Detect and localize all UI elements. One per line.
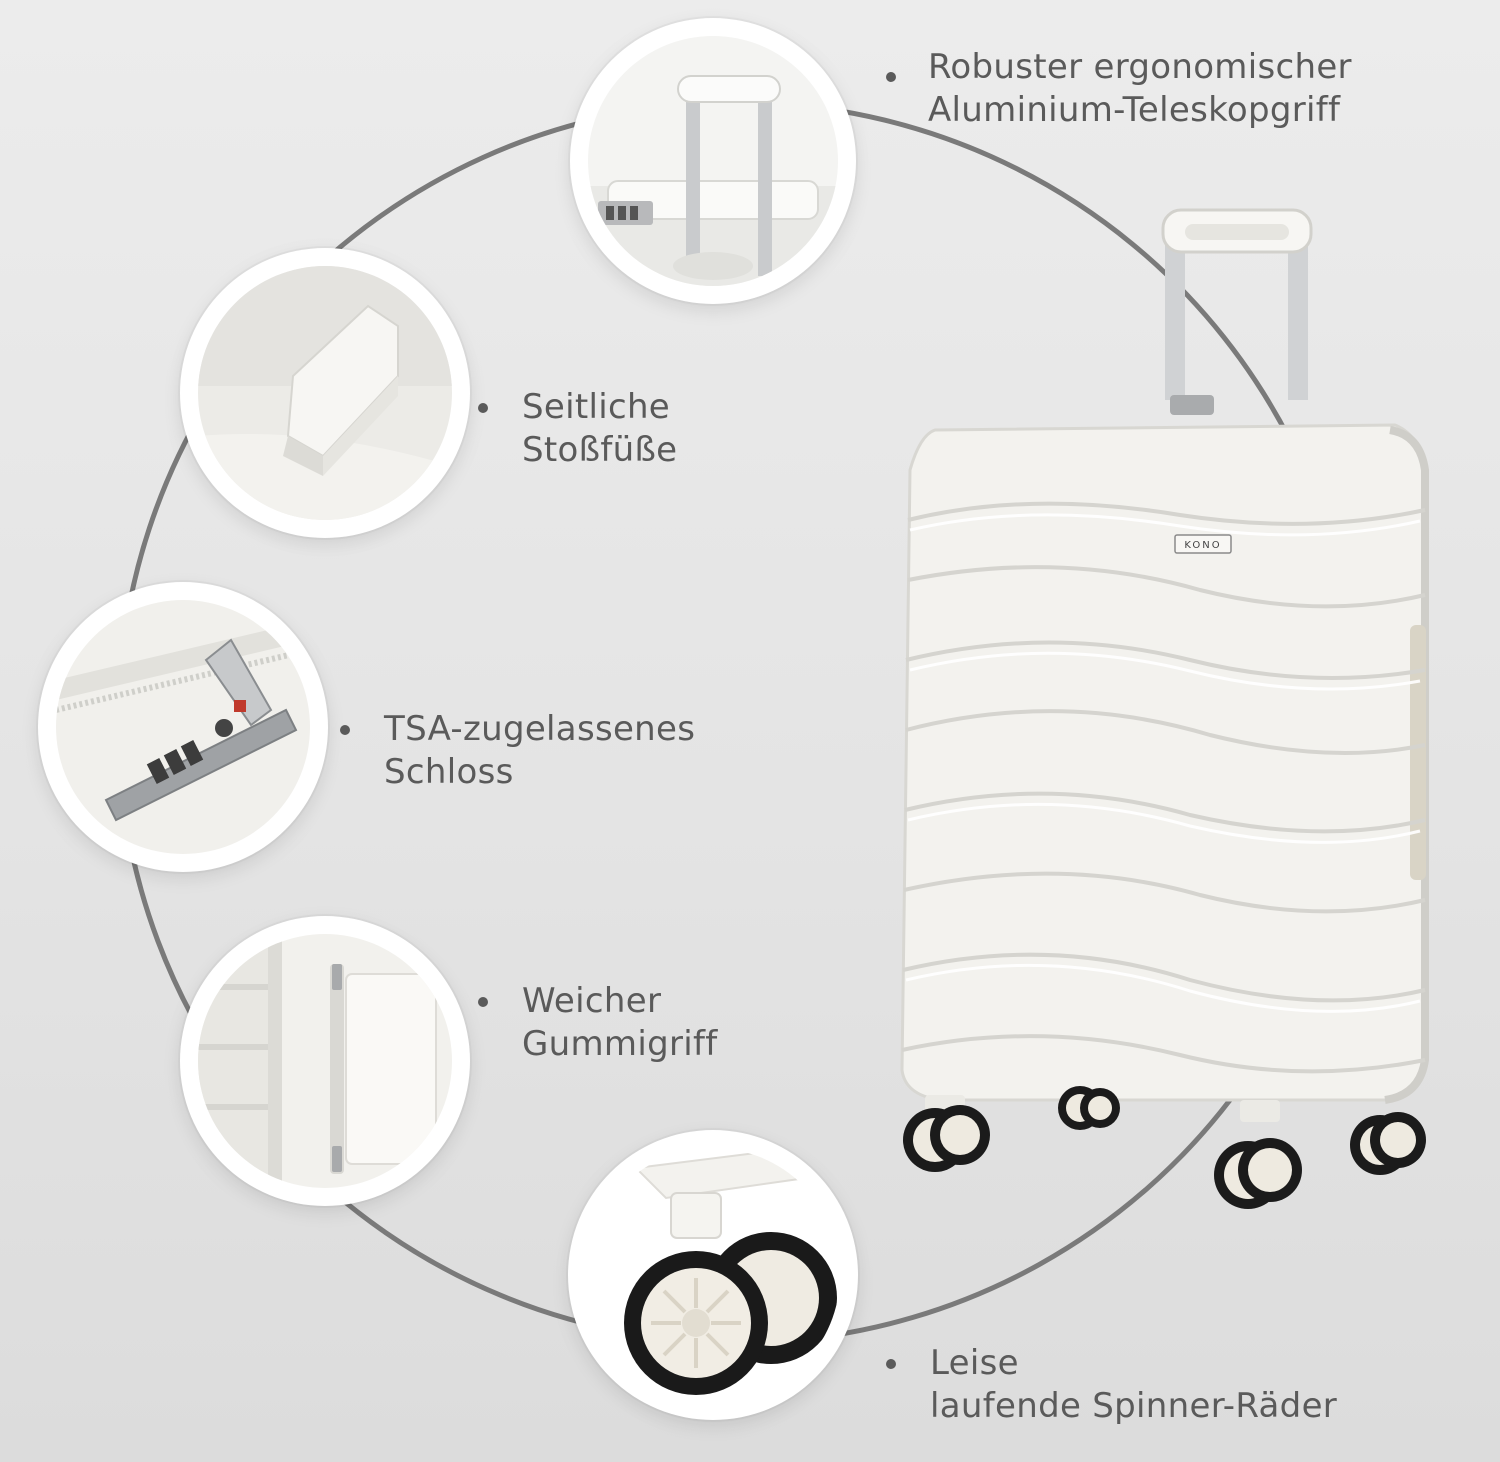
handle-bar-right <box>1288 220 1308 400</box>
tsa-lock-icon <box>56 600 310 854</box>
feature-grip-text: Weicher Gummigriff <box>478 980 718 1066</box>
side-bumper-feet-icon <box>198 266 452 520</box>
bullet-dot <box>886 72 896 82</box>
feature-handle-text: Robuster ergonomischer Aluminium-Telesko… <box>886 46 1352 132</box>
feature-wheels-text: Leise laufende Spinner-Räder <box>886 1342 1338 1428</box>
wheel-front-left <box>903 1095 990 1172</box>
feature-feet-line2: Stoßfüße <box>522 430 678 470</box>
rubber-grip-icon <box>198 934 452 1188</box>
feature-handle-line1: Robuster ergonomischer <box>928 47 1352 87</box>
feature-lock-line1: TSA-zugelassenes <box>384 709 696 749</box>
brand-badge <box>1174 534 1232 554</box>
feature-wheels-line2: laufende Spinner-Räder <box>930 1386 1338 1426</box>
bullet-dot <box>478 997 488 1007</box>
bullet-dot <box>886 1359 896 1369</box>
thumbnail-wheels <box>568 1130 858 1420</box>
feature-feet-text: Seitliche Stoßfüße <box>478 386 678 472</box>
feature-lock-line2: Schloss <box>384 752 514 792</box>
thumbnail-feet <box>180 248 470 538</box>
zipper-pull <box>1170 395 1214 415</box>
wheel-back-left <box>1058 1086 1120 1130</box>
feature-wheels-line1: Leise <box>930 1343 1019 1383</box>
bullet-dot <box>340 725 350 735</box>
feature-lock-text: TSA-zugelassenes Schloss <box>340 708 696 794</box>
wheel-front-right <box>1214 1100 1302 1209</box>
feature-handle-line2: Aluminium-Teleskopgriff <box>928 90 1341 130</box>
side-handle <box>1410 625 1426 880</box>
brand-badge-text: KONO <box>1184 540 1221 551</box>
thumbnail-grip <box>180 916 470 1206</box>
telescopic-handle-icon <box>588 36 838 286</box>
bullet-dot <box>478 403 488 413</box>
suitcase-illustration: KONO <box>900 208 1429 1209</box>
thumbnail-lock <box>38 582 328 872</box>
wheel-back-right <box>1350 1112 1426 1175</box>
handle-bar-left <box>1165 220 1185 400</box>
feature-feet-line1: Seitliche <box>522 387 671 427</box>
feature-grip-line2: Gummigriff <box>522 1024 718 1064</box>
spinner-wheels-icon <box>586 1148 840 1402</box>
thumbnail-handle <box>570 18 856 304</box>
feature-grip-line1: Weicher <box>522 981 662 1021</box>
